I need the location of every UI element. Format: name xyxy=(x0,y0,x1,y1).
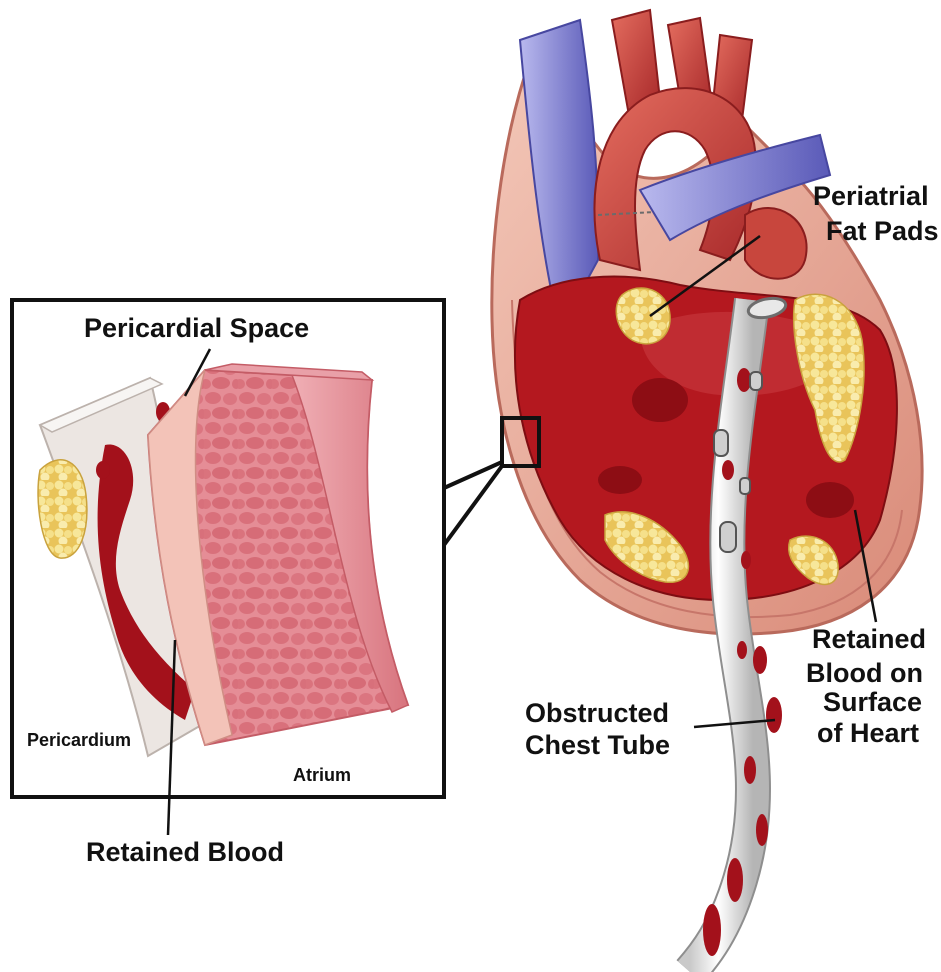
blood-clot-3 xyxy=(806,482,854,518)
label-pericardial-space: Pericardial Space xyxy=(84,313,309,343)
label-pericardium: Pericardium xyxy=(27,730,131,750)
blood-clot-1 xyxy=(632,378,688,422)
zoom-connector-bottom xyxy=(444,466,502,545)
heart-illustration xyxy=(492,10,922,972)
label-retained-surface-line4: of Heart xyxy=(817,718,919,748)
label-chest-tube-line2: Chest Tube xyxy=(525,730,670,760)
inset-magnified-view xyxy=(12,300,444,797)
label-retained-surface-line2: Blood on xyxy=(806,658,923,688)
blood-clot-2 xyxy=(598,466,642,494)
label-periatrial-line2: Fat Pads xyxy=(826,216,939,246)
label-atrium: Atrium xyxy=(293,765,351,785)
blood-drop-1 xyxy=(96,461,110,479)
label-periatrial-line1: Periatrial xyxy=(813,181,929,211)
label-retained-surface-line3: Surface xyxy=(823,687,922,717)
label-retained-blood: Retained Blood xyxy=(86,837,284,867)
label-chest-tube-line1: Obstructed xyxy=(525,698,669,728)
label-retained-surface-line1: Retained xyxy=(812,624,926,654)
